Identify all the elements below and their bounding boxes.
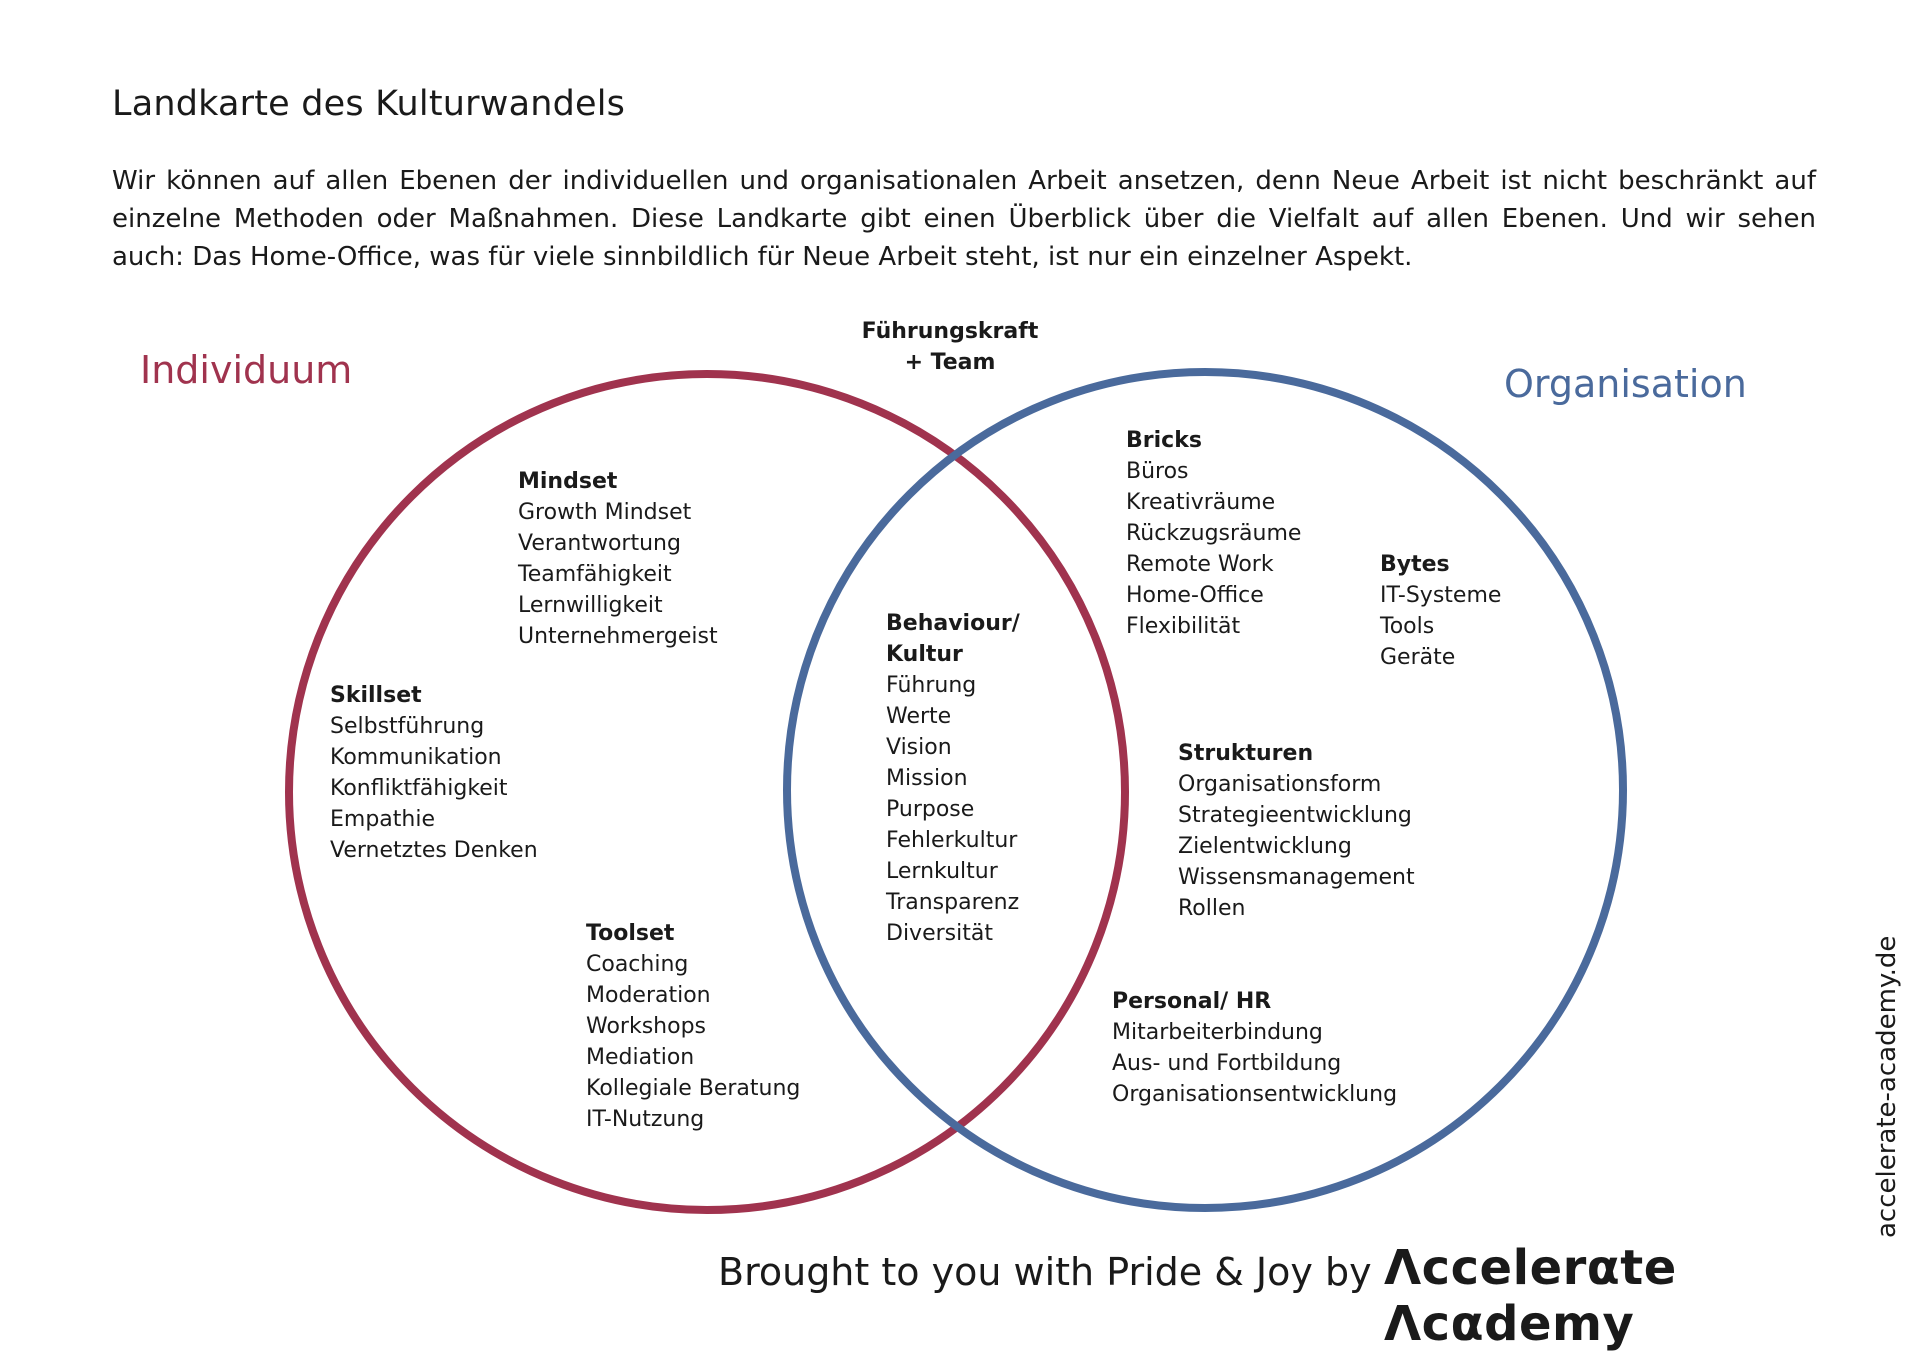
list-item: Selbstführung xyxy=(330,714,485,739)
list-item: Büros xyxy=(1126,459,1189,484)
strukturen-list: Organisationsform Strategieentwicklung Z… xyxy=(1178,769,1415,924)
list-item: Coaching xyxy=(586,952,689,977)
list-item: Lernkultur xyxy=(886,859,998,884)
mindset-group: Mindset Growth Mindset Verantwortung Tea… xyxy=(518,466,718,652)
list-item: Unternehmergeist xyxy=(518,624,718,649)
mindset-list: Growth Mindset Verantwortung Teamfähigke… xyxy=(518,497,718,652)
behaviour-kultur-group: Behaviour/ Kultur Führung Werte Vision M… xyxy=(886,608,1020,949)
bytes-list: IT-Systeme Tools Geräte xyxy=(1380,580,1501,673)
list-item: IT-Nutzung xyxy=(586,1107,705,1132)
list-item: Flexibilität xyxy=(1126,614,1241,639)
footer-tagline: Brought to you with Pride & Joy by xyxy=(718,1250,1372,1294)
list-item: Transparenz xyxy=(886,890,1020,915)
list-item: Zielentwicklung xyxy=(1178,834,1352,859)
list-item: Kollegiale Beratung xyxy=(586,1076,801,1101)
list-item: Werte xyxy=(886,704,952,729)
list-item: Verantwortung xyxy=(518,531,681,556)
behaviour-title-line: Behaviour/ xyxy=(886,611,1020,636)
strukturen-title: Strukturen xyxy=(1178,741,1314,766)
list-item: Mitarbeiterbindung xyxy=(1112,1020,1323,1045)
kultur-title-line: Kultur xyxy=(886,642,963,667)
list-item: Mediation xyxy=(586,1045,695,1070)
list-item: Führung xyxy=(886,673,977,698)
list-item: Organisationsform xyxy=(1178,772,1382,797)
intro-paragraph: Wir können auf allen Ebenen der individu… xyxy=(112,166,1816,272)
list-item: Teamfähigkeit xyxy=(518,562,672,587)
toolset-group: Toolset Coaching Moderation Workshops Me… xyxy=(586,918,800,1135)
bytes-group: Bytes IT-Systeme Tools Geräte xyxy=(1380,549,1501,673)
fuehrungskraft-label: Führungskraft xyxy=(861,319,1039,344)
list-item: Lernwilligkeit xyxy=(518,593,663,618)
list-item: Kreativräume xyxy=(1126,490,1276,515)
list-item: Konfliktfähigkeit xyxy=(330,776,508,801)
personal-hr-title: Personal/ HR xyxy=(1112,989,1272,1014)
list-item: Rückzugsräume xyxy=(1126,521,1302,546)
bricks-group: Bricks Büros Kreativräume Rückzugsräume … xyxy=(1126,425,1301,642)
list-item: Organisationsentwicklung xyxy=(1112,1082,1398,1107)
list-item: Tools xyxy=(1380,614,1435,639)
personal-hr-list: Mitarbeiterbindung Aus- und Fortbildung … xyxy=(1112,1017,1397,1110)
list-item: Aus- und Fortbildung xyxy=(1112,1051,1342,1076)
personal-hr-group: Personal/ HR Mitarbeiterbindung Aus- und… xyxy=(1112,986,1397,1110)
mindset-title: Mindset xyxy=(518,469,618,494)
list-item: Empathie xyxy=(330,807,435,832)
list-item: Mission xyxy=(886,766,968,791)
organisation-heading: Organisation xyxy=(1504,362,1747,406)
page-title: Landkarte des Kulturwandels xyxy=(112,84,626,124)
strukturen-group: Strukturen Organisationsform Strategieen… xyxy=(1178,738,1415,924)
bytes-title: Bytes xyxy=(1380,552,1450,577)
bricks-list: Büros Kreativräume Rückzugsräume Remote … xyxy=(1126,456,1301,642)
organisation-circle xyxy=(783,368,1627,1212)
list-item: Purpose xyxy=(886,797,975,822)
list-item: Vernetztes Denken xyxy=(330,838,538,863)
list-item: Rollen xyxy=(1178,896,1246,921)
toolset-list: Coaching Moderation Workshops Mediation … xyxy=(586,949,800,1135)
list-item: Home-Office xyxy=(1126,583,1264,608)
list-item: IT-Systeme xyxy=(1380,583,1502,608)
list-item: Vision xyxy=(886,735,952,760)
behaviour-kultur-title: Behaviour/ Kultur xyxy=(886,608,1020,670)
individuum-circle xyxy=(285,370,1129,1214)
brand-logo: Λccelerαte Λcαdemy xyxy=(1384,1240,1677,1352)
website-url: accelerate-academy.de xyxy=(1872,935,1902,1238)
skillset-group: Skillset Selbstführung Kommunikation Kon… xyxy=(330,680,538,866)
skillset-title: Skillset xyxy=(330,683,422,708)
list-item: Diversität xyxy=(886,921,993,946)
bricks-title: Bricks xyxy=(1126,428,1202,453)
list-item: Fehlerkultur xyxy=(886,828,1018,853)
behaviour-kultur-list: Führung Werte Vision Mission Purpose Feh… xyxy=(886,670,1020,949)
list-item: Kommunikation xyxy=(330,745,502,770)
toolset-title: Toolset xyxy=(586,921,675,946)
list-item: Geräte xyxy=(1380,645,1456,670)
individuum-heading: Individuum xyxy=(140,348,353,392)
team-label: + Team xyxy=(904,350,996,375)
skillset-list: Selbstführung Kommunikation Konfliktfähi… xyxy=(330,711,538,866)
list-item: Moderation xyxy=(586,983,711,1008)
list-item: Strategieentwicklung xyxy=(1178,803,1412,828)
list-item: Wissensmanagement xyxy=(1178,865,1415,890)
list-item: Growth Mindset xyxy=(518,500,692,525)
list-item: Workshops xyxy=(586,1014,707,1039)
list-item: Remote Work xyxy=(1126,552,1274,577)
fuehrungskraft-team-heading: Führungskraft + Team xyxy=(850,316,1050,378)
